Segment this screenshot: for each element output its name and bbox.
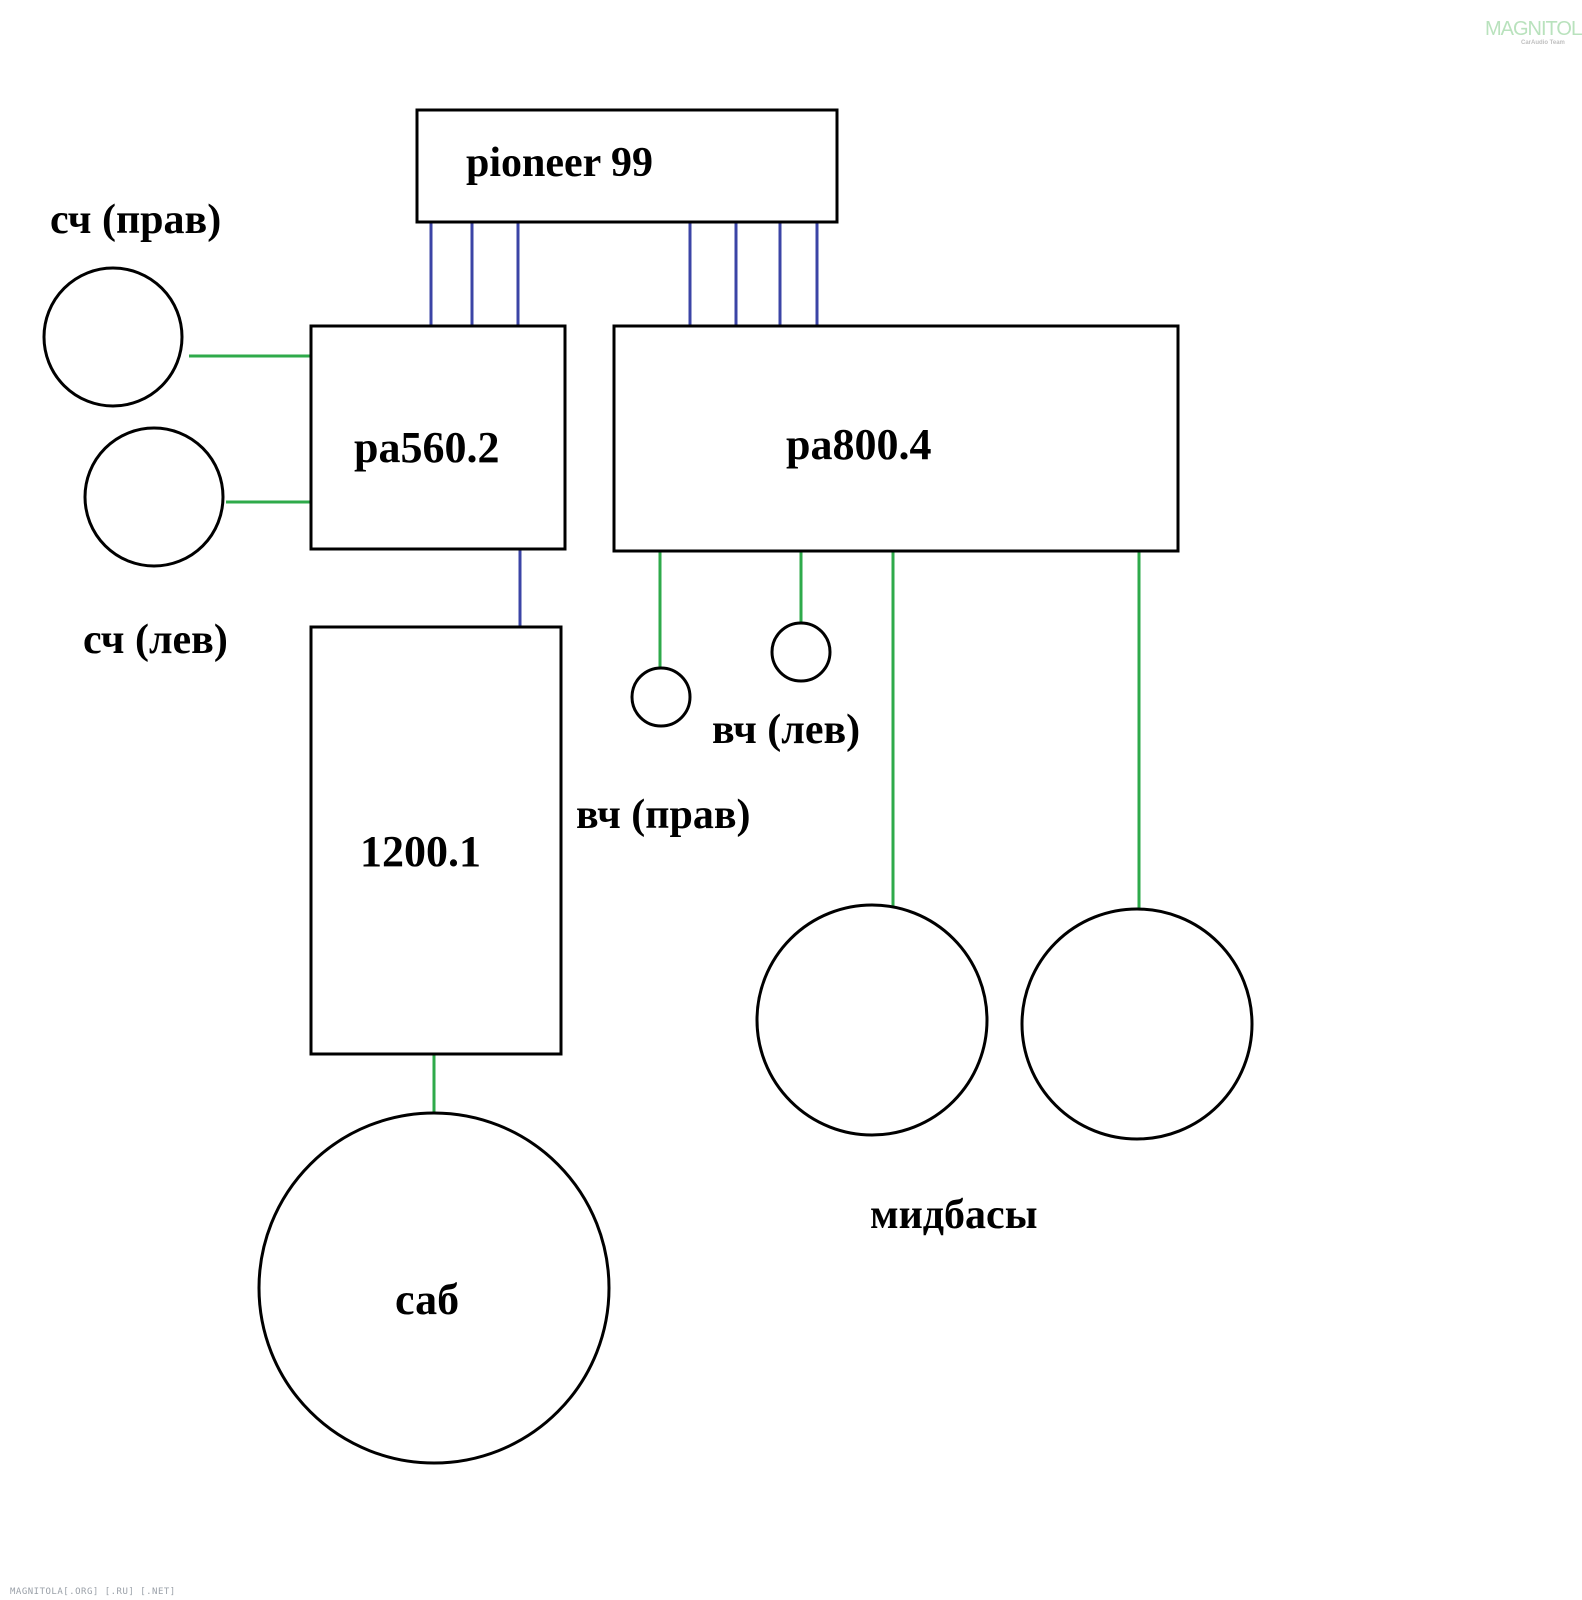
subwoofer-label: саб	[395, 1275, 459, 1324]
label-tweeter-left: вч (лев)	[712, 707, 860, 753]
tweeter-left	[770, 621, 832, 683]
amp-4ch-label: pa800.4	[786, 420, 931, 469]
rca-wires	[429, 222, 819, 627]
label-tweeter-right: вч (прав)	[576, 792, 750, 838]
watermark-logo-text: MAGNITOLA	[1485, 18, 1582, 40]
amp-2ch: pa560.2	[309, 324, 567, 551]
speaker-midbass-right	[755, 903, 989, 1137]
head-unit-label: pioneer 99	[466, 140, 653, 186]
watermark-logo-sub: CarAudio Team	[1521, 40, 1565, 46]
speaker-midbass-left	[1020, 907, 1254, 1141]
amp-mono-label: 1200.1	[360, 827, 481, 876]
watermark-footer: MAGNITOLA[.ORG] [.RU] [.NET]	[10, 1587, 176, 1597]
speaker-wires	[189, 354, 1141, 1114]
label-mid-left: сч (лев)	[83, 617, 228, 663]
amp-4ch: pa800.4	[612, 324, 1180, 553]
watermark-logo: MAGNITOLA CarAudio Team	[1485, 18, 1582, 48]
speaker-mid-right	[42, 266, 184, 408]
amp-mono: 1200.1	[309, 625, 563, 1056]
speaker-mid-left	[83, 426, 225, 568]
amp-2ch-label: pa560.2	[354, 423, 499, 472]
label-mid-right: сч (прав)	[50, 197, 221, 243]
subwoofer: саб	[257, 1111, 611, 1465]
tweeter-right	[630, 666, 692, 728]
label-midbass: мидбасы	[870, 1192, 1038, 1238]
head-unit: pioneer 99	[415, 108, 839, 224]
